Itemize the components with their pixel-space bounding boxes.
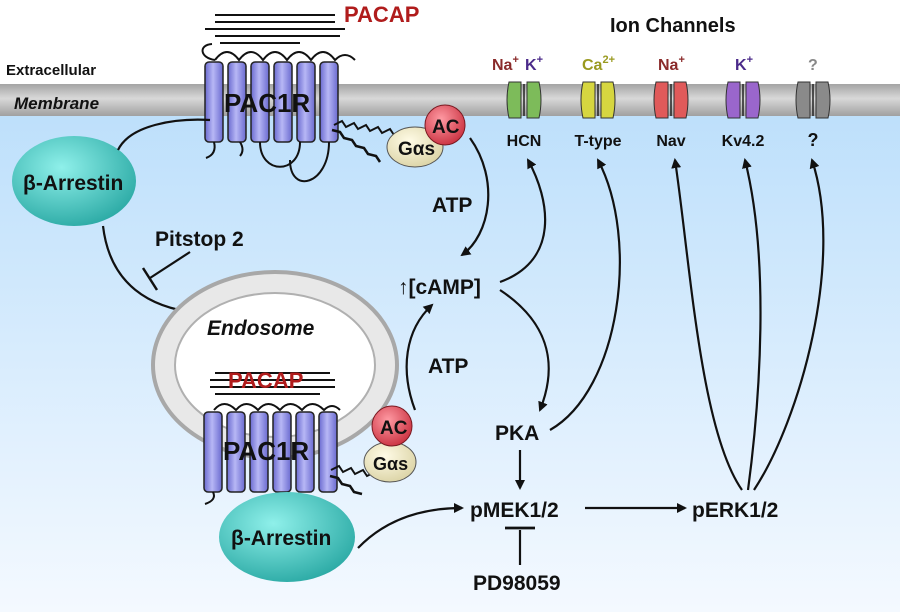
perk-to-kv42-arrow	[742, 158, 762, 491]
perk-to-unknown-arrow	[753, 158, 825, 491]
arrestin-binding-line	[117, 118, 211, 151]
beta-arrestin-label-bottom: β-Arrestin	[231, 527, 331, 550]
ion-channel-1: Ca2+T-type	[574, 54, 621, 150]
pitstop-label: Pitstop 2	[155, 228, 244, 251]
ion-channel-body	[506, 81, 542, 119]
gas-label-top: Gαs	[398, 139, 435, 160]
ac-enzyme-top	[424, 104, 466, 146]
pacap-label-endosome: PACAP	[228, 368, 303, 393]
extracellular-space	[0, 0, 900, 85]
ion-channel-body	[653, 81, 689, 119]
ion-label: Na+	[492, 54, 519, 74]
pmek-label: pMEK1/2	[470, 499, 559, 522]
pd98059-label: PD98059	[473, 572, 561, 595]
membrane-label: Membrane	[14, 94, 99, 113]
gas-label-endosome: Gαs	[373, 454, 408, 474]
ion-channel-name: T-type	[574, 133, 621, 150]
pac1r-receptor-top	[201, 43, 403, 182]
perk-to-nav-arrow	[671, 158, 743, 491]
ion-channel-2: Na+ Nav	[653, 54, 689, 150]
ion-channel-name: HCN	[507, 133, 542, 150]
ion-channel-name: ?	[808, 130, 819, 150]
perk-label: pERK1/2	[692, 499, 778, 522]
arrestin-to-pmek-arrow	[357, 503, 464, 549]
pka-to-ttype-arrow	[549, 158, 621, 431]
ion-channel-body	[580, 81, 616, 119]
pacap-label-top: PACAP	[344, 2, 419, 27]
ac-label-top: AC	[432, 117, 460, 138]
pacap-ligand-endosome	[210, 372, 335, 395]
pacap-ligand-top	[205, 14, 345, 44]
atp-label-bottom: ATP	[428, 355, 468, 378]
endosome-label: Endosome	[207, 317, 315, 340]
ion-label: Na+	[658, 54, 685, 74]
ac-to-camp-arrow-bottom	[405, 303, 434, 411]
pac1r-receptor-endosome	[203, 403, 376, 505]
camp-to-hcn-arrow	[499, 158, 547, 284]
beta-arrestin-bottom	[219, 492, 355, 582]
beta-arrestin-top	[12, 136, 136, 226]
pac1r-label-endosome: PAC1R	[223, 436, 309, 466]
beta-arrestin-label-top: β-Arrestin	[23, 172, 123, 195]
ion-channel-name: Nav	[656, 133, 685, 150]
ac-to-camp-arrow-top	[460, 137, 490, 257]
pka-label: PKA	[495, 422, 539, 445]
ion-channel-body	[725, 81, 761, 119]
ion-channels-title: Ion Channels	[610, 15, 736, 37]
atp-label-top: ATP	[432, 194, 472, 217]
ac-enzyme-endosome	[371, 405, 413, 447]
ion-channel-name: Kv4.2	[722, 133, 765, 150]
extracellular-label: Extracellular	[6, 62, 96, 79]
ion-label: ?	[808, 57, 818, 74]
ion-channel-body	[795, 81, 831, 119]
camp-to-pka-arrow	[499, 289, 550, 412]
pac1r-label-top: PAC1R	[224, 88, 310, 118]
ac-label-endosome: AC	[380, 418, 408, 439]
ion-channel-4: ??	[795, 57, 831, 150]
pitstop-inhibition-line	[149, 251, 191, 279]
pitstop-inhibition-bar	[141, 267, 159, 291]
camp-label: ↑[cAMP]	[398, 276, 481, 299]
